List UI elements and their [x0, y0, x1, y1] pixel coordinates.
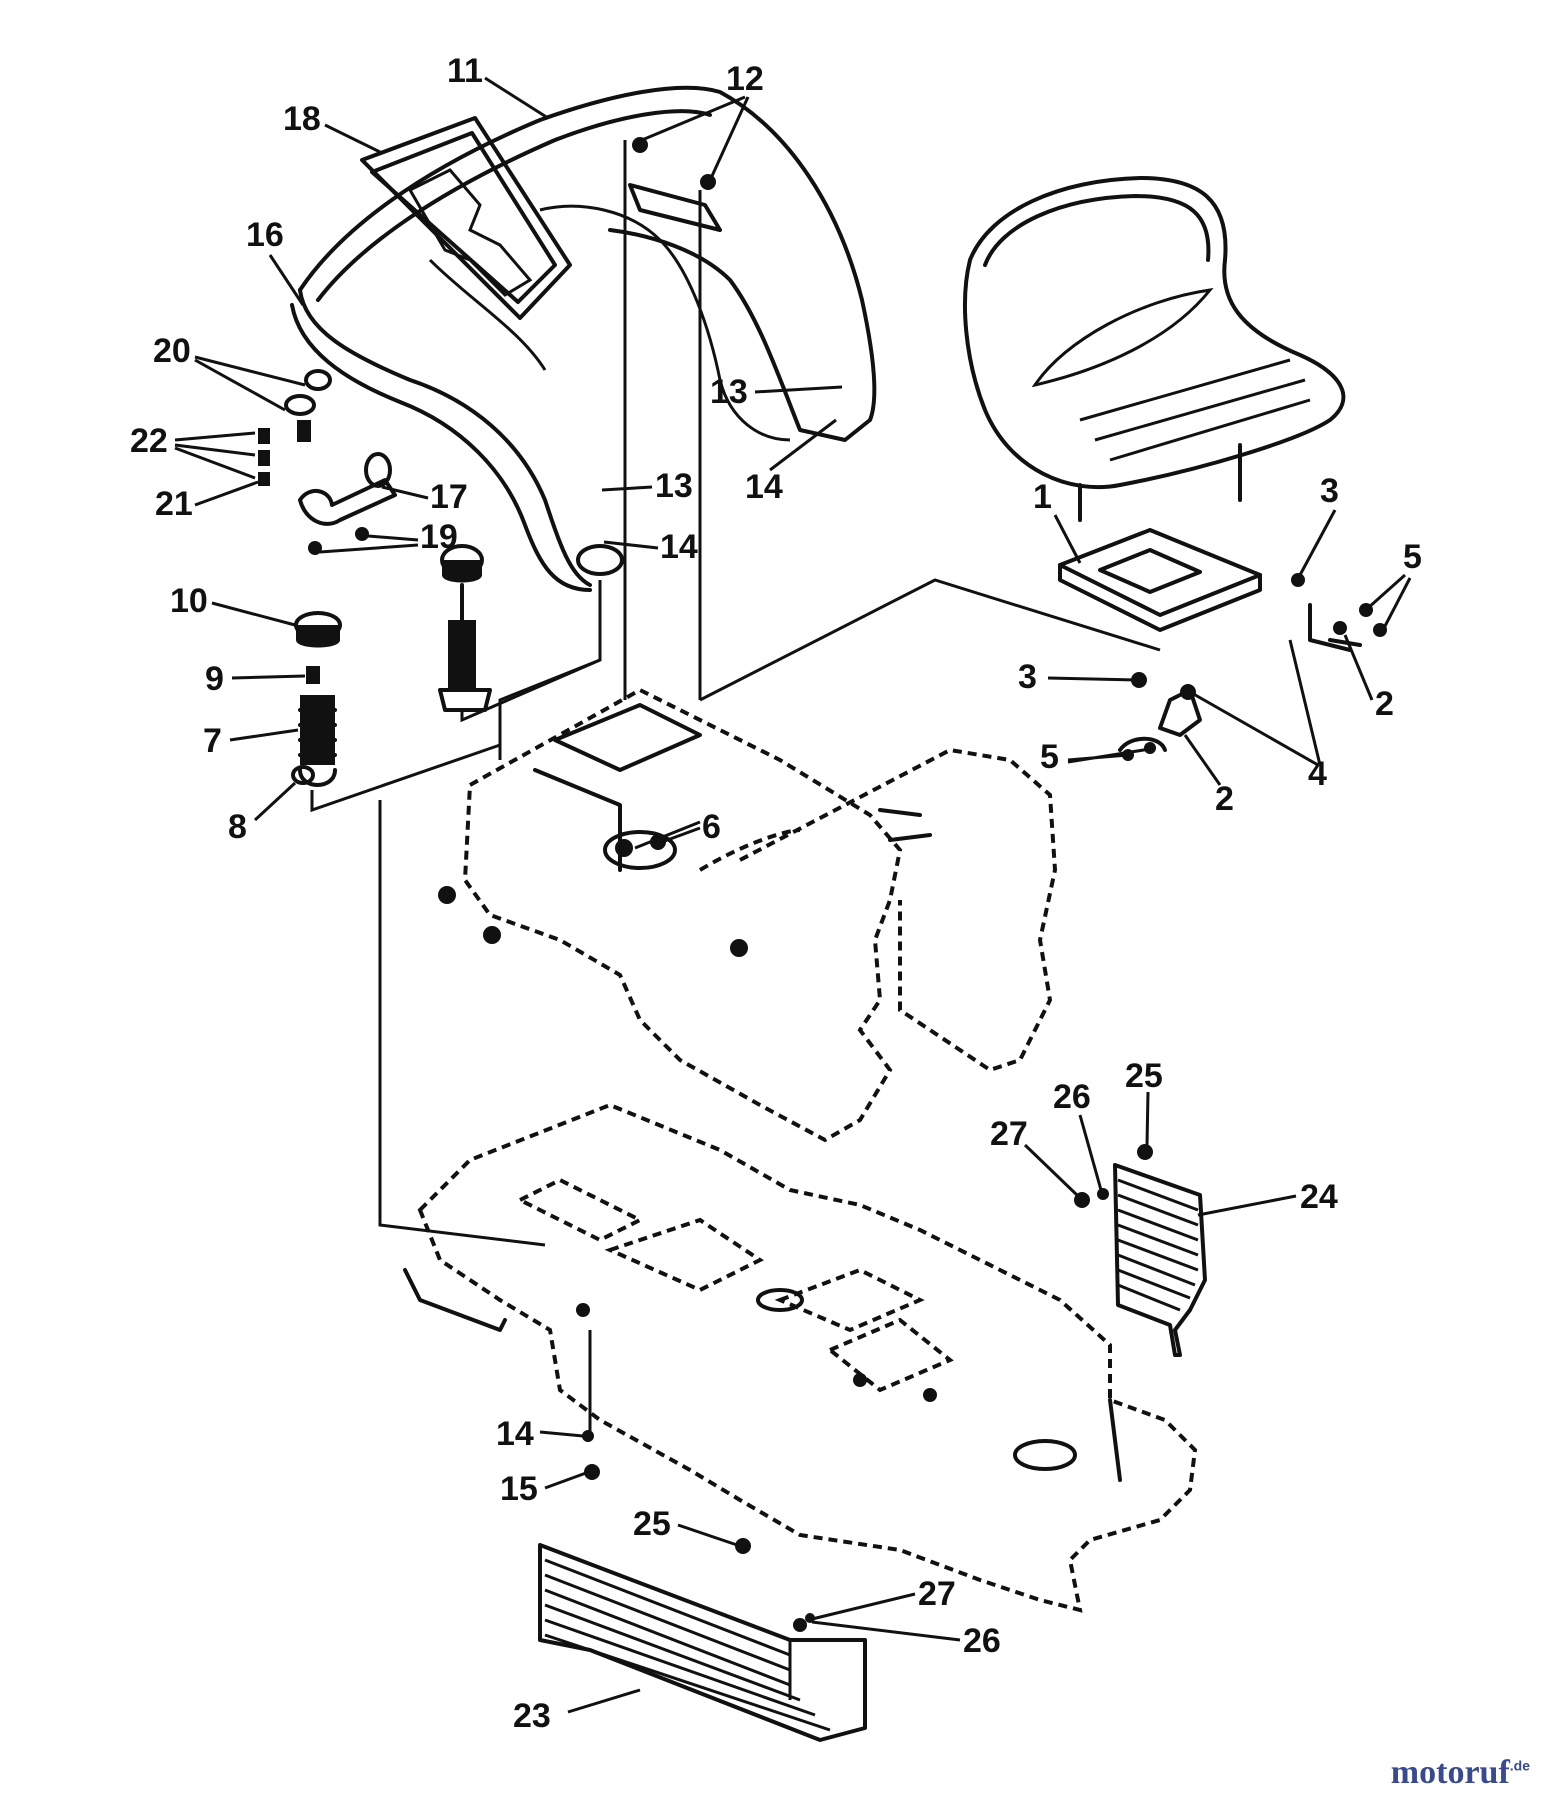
callout-3-left: 3 — [1018, 658, 1037, 696]
callout-19: 19 — [420, 518, 458, 556]
callout-4: 4 — [1308, 755, 1327, 793]
watermark-suffix: .de — [1509, 1757, 1530, 1774]
callout-15: 15 — [500, 1470, 538, 1508]
callout-14-upper: 14 — [745, 468, 783, 506]
callout-16: 16 — [246, 216, 284, 254]
callout-12: 12 — [726, 60, 764, 98]
callout-14-lower: 14 — [660, 528, 698, 566]
callout-5-right: 5 — [1403, 538, 1422, 576]
callout-1: 1 — [1033, 478, 1052, 516]
callout-21: 21 — [155, 485, 193, 523]
callout-14-bottom: 14 — [496, 1415, 534, 1453]
left-hardware — [258, 369, 397, 555]
callout-27-bottom: 27 — [918, 1575, 956, 1613]
callout-23: 23 — [513, 1697, 551, 1735]
seat — [963, 176, 1387, 761]
seat-spring-left — [291, 611, 342, 787]
chassis-frame — [403, 1102, 1198, 1613]
callout-13-upper: 13 — [710, 373, 748, 411]
callout-24: 24 — [1300, 1178, 1338, 1216]
callout-20: 20 — [153, 332, 191, 370]
callout-18: 18 — [283, 100, 321, 138]
part-callouts: 11 12 18 16 20 22 21 17 19 13 14 13 — [130, 52, 1422, 1735]
callout-27-right: 27 — [990, 1115, 1028, 1153]
callout-8: 8 — [228, 808, 247, 846]
watermark-text: motoruf — [1390, 1754, 1510, 1791]
callout-6: 6 — [702, 808, 721, 846]
callout-13-lower: 13 — [655, 467, 693, 505]
seat-spring-center — [438, 544, 492, 712]
callout-2-right: 2 — [1375, 685, 1394, 723]
callout-11: 11 — [447, 52, 483, 90]
frame-hardware — [582, 1330, 600, 1480]
rear-panel — [698, 747, 1058, 1073]
tool-tray — [360, 116, 572, 320]
assembly-lines — [310, 140, 1161, 1247]
callout-25-right: 25 — [1125, 1057, 1163, 1095]
callout-17: 17 — [430, 478, 468, 516]
watermark-logo: motoruf.de — [1391, 1754, 1530, 1792]
callout-26-bottom: 26 — [963, 1622, 1001, 1660]
callout-9: 9 — [205, 660, 224, 698]
body-panel — [438, 687, 903, 1143]
callout-7: 7 — [203, 722, 222, 760]
callout-10: 10 — [170, 582, 208, 620]
callout-26-right: 26 — [1053, 1078, 1091, 1116]
mud-flap-right — [1074, 1144, 1207, 1357]
callout-22: 22 — [130, 422, 168, 460]
callout-25-bottom: 25 — [633, 1505, 671, 1543]
callout-2-left: 2 — [1215, 780, 1234, 818]
fender-assembly — [290, 85, 877, 592]
mud-flap-front — [538, 1538, 867, 1742]
callout-3-right: 3 — [1320, 472, 1339, 510]
callout-5-left: 5 — [1040, 738, 1059, 776]
